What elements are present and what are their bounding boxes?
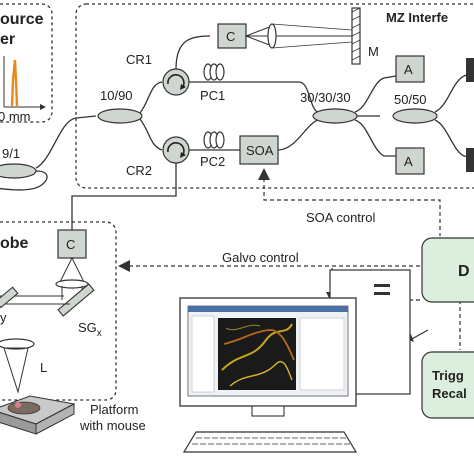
collimator-top <box>217 23 247 49</box>
image-panel <box>218 318 296 390</box>
coupler-10-90 <box>97 108 143 124</box>
balanced-detector-top <box>466 58 474 82</box>
sg-y-sublabel: y <box>0 310 7 325</box>
detector-a-top <box>395 55 425 83</box>
trigger-label-line1: Trigg <box>432 368 464 383</box>
splitter-303030 <box>312 108 358 124</box>
cr2-label: CR2 <box>126 163 152 178</box>
source-scale-label: 0 mm <box>0 109 31 124</box>
mouse <box>7 401 41 415</box>
trigger-recal-box <box>421 351 474 419</box>
computer <box>179 269 411 453</box>
galvo-control-label: Galvo control <box>222 250 299 265</box>
platform-label-line2: with mouse <box>79 418 146 433</box>
collimator-probe-label: C <box>66 237 75 252</box>
mouse-platform <box>0 395 76 435</box>
circulator-cr2 <box>162 136 190 164</box>
trigger-label-line2: Recal <box>432 386 467 401</box>
detector-a-bottom-label: A <box>404 154 413 169</box>
pc2-label: PC2 <box>200 154 225 169</box>
daq-box <box>421 237 474 303</box>
soa-control-label: SOA control <box>306 210 375 225</box>
splitter-5050-label: 50/50 <box>394 92 427 107</box>
splitter-5050 <box>392 108 438 124</box>
splitter-303030-label: 30/30/30 <box>300 90 351 105</box>
polarization-controller-2 <box>203 131 225 149</box>
source-title: ource <box>0 11 44 28</box>
source-subtitle: er <box>0 31 15 48</box>
galvo-sg-x <box>57 283 95 317</box>
probe-title: obe <box>0 235 29 252</box>
circulator-cr1 <box>162 68 190 96</box>
lens-top <box>267 23 277 49</box>
balanced-detector-bottom <box>466 148 474 172</box>
mz-interferometer-box: MZ Interfe <box>75 3 474 189</box>
soa-control-line <box>263 178 441 236</box>
detector-a-top-label: A <box>404 62 413 77</box>
mirror-label: M <box>368 44 379 59</box>
pc1-label: PC1 <box>200 88 225 103</box>
lens-l-label: L <box>40 360 47 375</box>
soa-label: SOA <box>246 143 274 158</box>
keyboard <box>182 431 358 453</box>
lens-probe <box>55 279 89 289</box>
sg-x-label: SGx <box>78 320 102 339</box>
polarization-controller-1 <box>203 63 225 81</box>
spectrum-peak <box>10 59 19 107</box>
coupler-10-90-label: 10/90 <box>100 88 133 103</box>
coupler-9-1-label: 9/1 <box>2 146 20 161</box>
galvo-sg-y <box>0 286 19 309</box>
mz-title: MZ Interfe <box>386 10 448 25</box>
source-box: ource er 0 mm <box>0 3 53 124</box>
daq-label: D <box>458 263 470 280</box>
cr1-label: CR1 <box>126 52 152 67</box>
lens-l <box>0 338 35 350</box>
detector-a-bottom <box>395 147 425 175</box>
coupler-9-1 <box>0 163 37 179</box>
collimator-top-label: C <box>226 29 235 44</box>
platform-label-line1: Platform <box>90 402 138 417</box>
